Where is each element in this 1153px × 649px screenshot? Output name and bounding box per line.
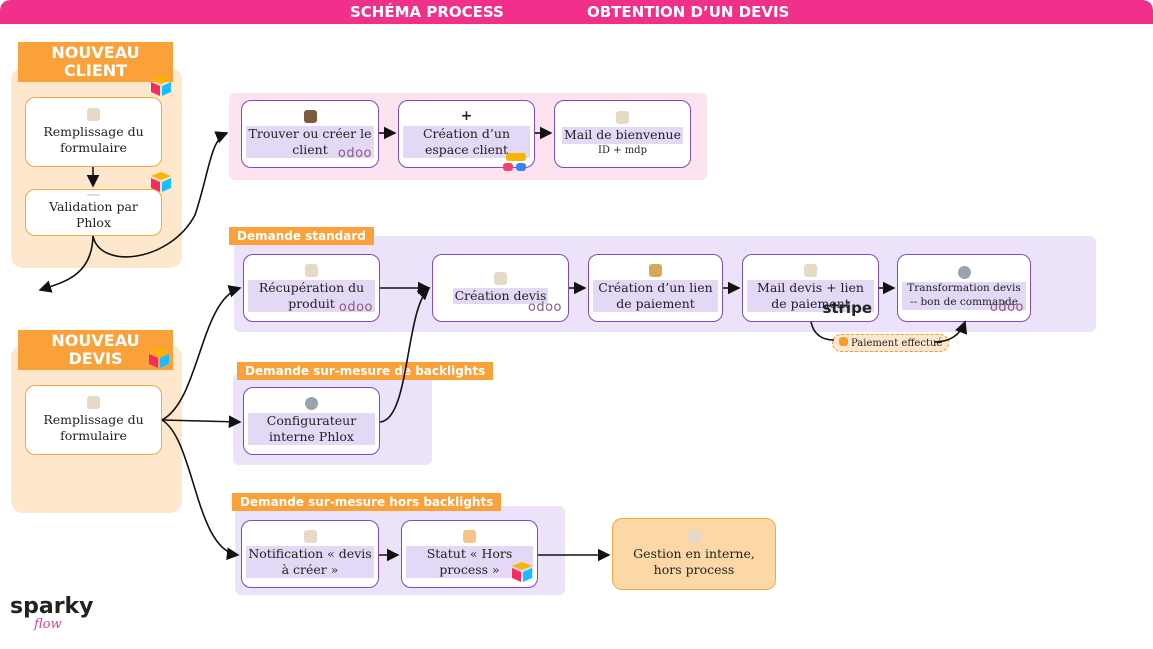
sparky-logo: sparky [10,594,94,619]
hors-backlights-tag: Demande sur-mesure hors backlights [232,493,502,511]
app-logo-icon [503,163,526,171]
devis-step-formulaire: Remplissage du formulaire [25,385,162,455]
stripe-logo: stripe [822,298,872,317]
odoo-logo: odoo [338,300,373,316]
standard-step-transformation: Transformation devis -- bon de commande … [897,254,1031,322]
gear-icon [305,396,318,410]
app-logo-icon [506,153,526,161]
gear-icon [957,266,971,280]
backlights-tag: Demande sur-mesure de backlights [237,362,494,380]
standard-step-lien: Création d’un lien de paiement [588,254,723,322]
standard-step-mail: Mail devis + lien de paiement stripe [742,254,879,322]
client-flow-espace: + Création d’un espace client [398,100,535,171]
client-flow-trouver: Trouver ou créer le client odoo [241,100,379,168]
briefcase-icon [303,109,317,123]
plus-icon: + [460,107,473,124]
mail-icon [303,529,317,543]
hand-icon [687,529,701,543]
standard-step-recuperation: Récupération du produit odoo [243,254,380,322]
hors-step-gestion: Gestion en interne, hors process [612,518,776,590]
flow-logo: flow [34,617,62,632]
odoo-logo: odoo [337,146,372,162]
mail-icon [616,111,629,125]
odoo-logo: odoo [989,300,1024,316]
clipboard-icon [305,263,318,277]
header-bar: SCHÉMA PROCESS OBTENTION D’UN DEVIS [0,0,1153,24]
client-step-validation: Validation par Phlox [25,189,162,236]
header-title-left: SCHÉMA PROCESS [350,3,504,21]
header-title-right: OBTENTION D’UN DEVIS [587,3,790,21]
mail-icon [804,263,817,277]
client-flow-mail: Mail de bienvenue ID + mdp [554,100,691,168]
hand-icon [87,194,100,196]
standard-step-devis: Création devis odoo [432,254,569,322]
spark-icon [839,337,848,346]
moneybag-icon [649,263,662,277]
nouveau-client-title: NOUVEAU CLIENT [18,42,173,82]
hors-step-notification: Notification « devis à créer » [241,520,379,588]
clipboard-icon [494,271,507,285]
odoo-logo: odoo [527,300,562,316]
airtable-logo-icon [512,562,532,582]
backlights-step-configurateur: Configurateur interne Phlox [243,387,380,455]
paiement-effectue-badge: Paiement effectué [832,334,950,352]
standard-tag: Demande standard [229,227,374,245]
hand-icon [87,395,100,409]
client-step-formulaire: Remplissage du formulaire [25,97,162,167]
hors-step-statut: Statut « Hors process » [401,520,538,588]
nouveau-devis-title: NOUVEAU DEVIS [18,330,173,370]
ticket-icon [463,529,476,543]
airtable-logo-icon [149,348,169,368]
airtable-logo-icon [151,76,171,96]
hand-icon [87,107,100,121]
